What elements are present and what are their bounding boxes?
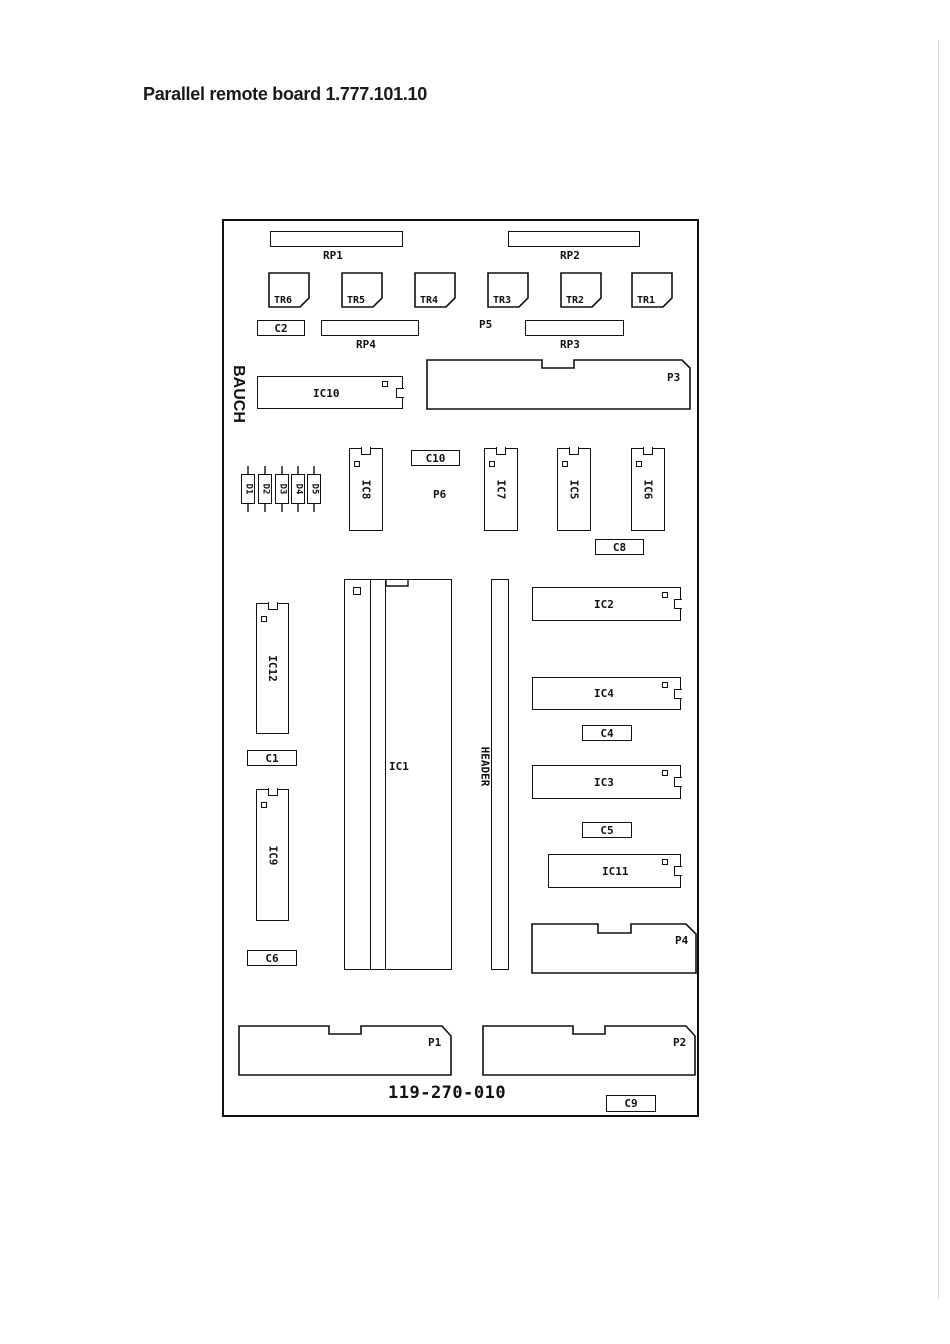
- tr6-component: TR6: [268, 272, 310, 308]
- rp2-label: RP2: [560, 249, 580, 262]
- ic8-chip: IC8: [349, 448, 383, 531]
- diode-leads: [236, 466, 328, 514]
- ic1-strip-left: [344, 579, 371, 970]
- ic1-notch: [384, 579, 410, 589]
- p1-connector: [238, 1024, 454, 1078]
- c6-capacitor: C6: [247, 950, 297, 966]
- p2-connector: [482, 1024, 698, 1078]
- c2-capacitor: C2: [257, 320, 305, 336]
- p3-label: P3: [667, 371, 680, 384]
- ic3-label: IC3: [594, 776, 614, 789]
- tr2-component: TR2: [560, 272, 602, 308]
- board-part-number: 119-270-010: [388, 1083, 506, 1103]
- p1-label: P1: [428, 1036, 441, 1049]
- p5-label: P5: [479, 318, 492, 331]
- ic9-chip: IC9: [256, 789, 289, 921]
- page-title: Parallel remote board 1.777.101.10: [143, 84, 427, 105]
- pcb-outline: [222, 219, 699, 1117]
- c5-capacitor: C5: [582, 822, 632, 838]
- rp4-component: [321, 320, 419, 336]
- tr1-component: TR1: [631, 272, 673, 308]
- tr4-component: TR4: [414, 272, 456, 308]
- header-label: HEADER: [476, 740, 494, 792]
- ic5-chip: IC5: [557, 448, 591, 531]
- ic1-strip-mid: [370, 579, 386, 970]
- p6-label: P6: [433, 488, 446, 501]
- ic10-label: IC10: [313, 387, 340, 400]
- rp3-label: RP3: [560, 338, 580, 351]
- scan-edge-line: [938, 40, 939, 1300]
- rp1-label: RP1: [323, 249, 343, 262]
- p2-label: P2: [673, 1036, 686, 1049]
- ic12-chip: IC12: [256, 603, 289, 734]
- c9-capacitor: C9: [606, 1095, 656, 1112]
- p3-connector: [426, 358, 692, 412]
- tr5-component: TR5: [341, 272, 383, 308]
- rp3-component: [525, 320, 624, 336]
- rp4-label: RP4: [356, 338, 376, 351]
- ic6-chip: IC6: [631, 448, 665, 531]
- p4-connector: [531, 922, 699, 976]
- ic1-pin1-marker: [353, 587, 361, 595]
- tr3-component: TR3: [487, 272, 529, 308]
- ic1-label: IC1: [389, 760, 409, 773]
- c1-capacitor: C1: [247, 750, 297, 766]
- c10-capacitor: C10: [411, 450, 460, 466]
- p4-label: P4: [675, 934, 688, 947]
- c4-capacitor: C4: [582, 725, 632, 741]
- ic4-label: IC4: [594, 687, 614, 700]
- ic11-label: IC11: [602, 865, 629, 878]
- rp1-component: [270, 231, 403, 247]
- ic2-label: IC2: [594, 598, 614, 611]
- ic7-chip: IC7: [484, 448, 518, 531]
- c8-capacitor: C8: [595, 539, 644, 555]
- rp2-component: [508, 231, 640, 247]
